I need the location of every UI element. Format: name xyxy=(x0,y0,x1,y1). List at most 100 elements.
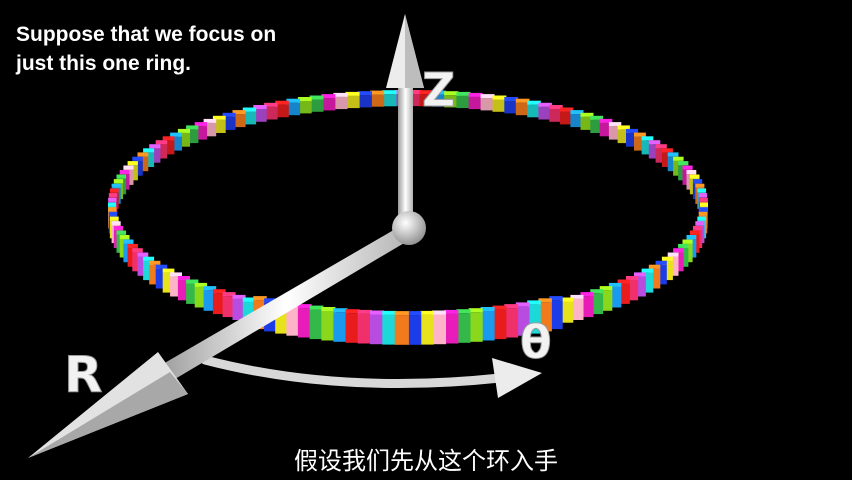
ring-block-top xyxy=(155,140,168,145)
ring-block-top xyxy=(149,260,161,265)
ring-block-top xyxy=(648,264,661,269)
ring-block-top xyxy=(599,118,613,123)
ring-block xyxy=(419,314,434,345)
ring-block-top xyxy=(590,289,604,294)
r-axis-label: R xyxy=(64,346,103,404)
ring-block-top xyxy=(212,289,226,294)
ring-block-top xyxy=(137,152,149,157)
ring-block-top xyxy=(357,309,372,314)
ring-block-top xyxy=(127,161,138,166)
ring-block xyxy=(149,264,161,285)
ring-block-top xyxy=(480,94,495,99)
ring-block-top xyxy=(634,132,646,137)
ring-block xyxy=(527,304,541,334)
ring-block xyxy=(170,136,182,151)
ring-block-top xyxy=(132,248,143,253)
ring-block xyxy=(370,94,385,107)
ring-block-top xyxy=(682,239,693,244)
caption-line-1: Suppose that we focus on xyxy=(16,23,277,46)
ring-block-top xyxy=(692,179,703,184)
ring-block xyxy=(444,313,459,344)
ring-block xyxy=(155,144,168,159)
ring-block xyxy=(357,313,372,344)
ring-block-top xyxy=(108,207,117,212)
ring-block xyxy=(655,148,667,163)
ring-block xyxy=(456,313,471,343)
ring-block xyxy=(357,95,372,108)
ring-block-top xyxy=(444,309,459,314)
ring-block xyxy=(515,306,530,336)
ring-block xyxy=(560,111,574,125)
ring-block-top xyxy=(297,97,312,101)
z-axis-arrow xyxy=(386,14,424,230)
ring-block-top xyxy=(370,310,385,315)
ring-block-top xyxy=(177,276,190,280)
ring-block xyxy=(143,260,155,281)
ring-block-top xyxy=(661,256,673,261)
ring-block-top xyxy=(456,91,471,96)
ring-block-top xyxy=(697,216,707,221)
z-axis-label: Z xyxy=(422,63,455,117)
ring-block-top xyxy=(661,148,673,153)
ring-block xyxy=(286,102,301,116)
ring-block xyxy=(253,109,267,122)
ring-block-top xyxy=(333,308,348,313)
ring-block-top xyxy=(321,94,336,99)
ring-block-top xyxy=(123,165,134,170)
ring-block xyxy=(480,311,495,341)
ring-block-top xyxy=(515,98,530,103)
ring-block-top xyxy=(253,296,267,301)
ring-block-top xyxy=(321,307,336,311)
ring-block-top xyxy=(641,136,654,141)
ring-block xyxy=(297,308,312,338)
chinese-subtitle: 假设我们先从这个环入手 xyxy=(294,447,558,475)
ring-block-top xyxy=(222,112,236,117)
ring-block-top xyxy=(407,311,422,316)
ring-block-top xyxy=(345,309,360,314)
narration-caption: Suppose that we focus on just this one r… xyxy=(16,20,346,78)
ring-block-top xyxy=(686,170,697,174)
ring-block-top xyxy=(127,243,138,248)
ring-block xyxy=(382,314,397,345)
ring-block xyxy=(137,256,149,276)
ring-block xyxy=(504,308,519,338)
ring-block xyxy=(431,94,446,107)
ring-block xyxy=(580,296,594,318)
ring-block xyxy=(634,276,646,297)
ring-block-top xyxy=(232,110,246,115)
ring-block-top xyxy=(549,296,563,301)
ring-block-top xyxy=(682,165,693,170)
ring-block-top xyxy=(309,95,324,100)
ring-block xyxy=(162,140,175,155)
ring-block-top xyxy=(119,235,130,239)
ring-block-top xyxy=(549,105,563,109)
ring-block-top xyxy=(264,298,278,303)
theta-arrow xyxy=(200,355,542,398)
ring-block xyxy=(382,94,397,107)
ring-block xyxy=(580,116,594,130)
ring-block-top xyxy=(345,91,360,96)
ring-block-top xyxy=(108,211,118,216)
ring-block-top xyxy=(286,98,301,103)
ring-block-top xyxy=(580,112,594,117)
ring-block-top xyxy=(626,128,639,133)
ring-block-top xyxy=(689,174,700,179)
ring-block-top xyxy=(111,183,121,188)
ring-block xyxy=(570,114,584,128)
ring-block-top xyxy=(111,221,121,226)
ring-block xyxy=(492,99,507,112)
ring-block xyxy=(232,114,246,128)
ring-block-top xyxy=(113,179,124,184)
ring-block xyxy=(419,94,434,107)
ring-block xyxy=(648,144,661,159)
ring-block-top xyxy=(697,188,707,193)
ring-block-top xyxy=(641,268,654,273)
ring-block xyxy=(538,106,552,120)
ring-block-top xyxy=(212,115,226,120)
ring-block-top xyxy=(186,125,199,130)
ring-block-top xyxy=(504,97,519,101)
ring-block-top xyxy=(333,92,348,97)
ring-block xyxy=(661,152,673,167)
ring-block-top xyxy=(617,279,630,284)
